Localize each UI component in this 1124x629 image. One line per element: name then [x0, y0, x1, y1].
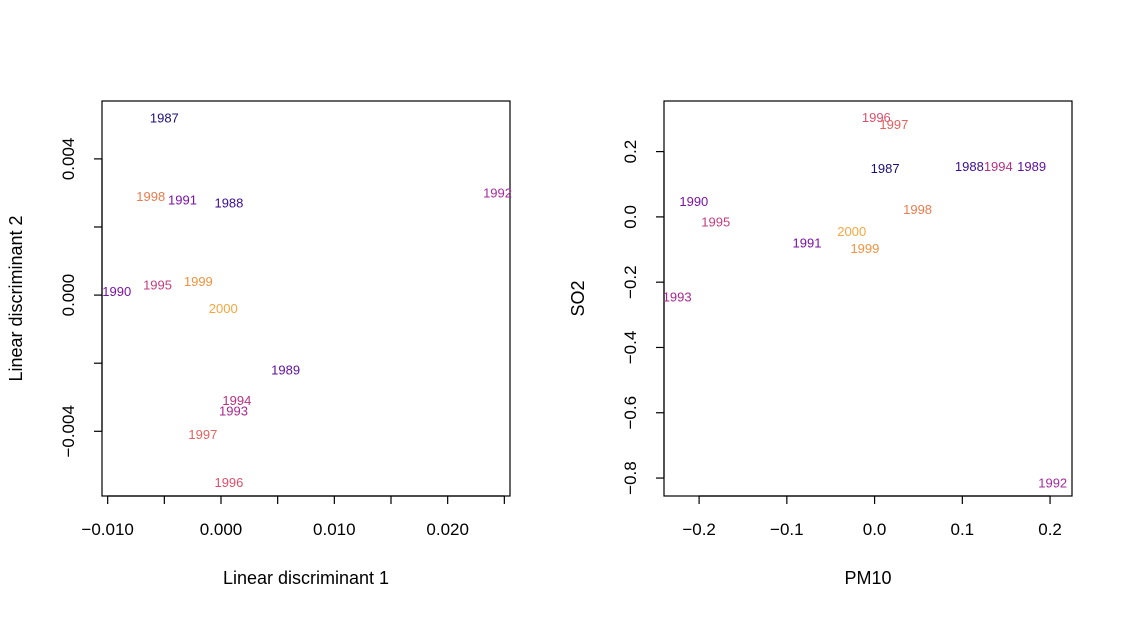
point-label-2000: 2000: [209, 301, 238, 316]
y-tick-label: −0.2: [621, 265, 640, 299]
point-label-1996: 1996: [862, 110, 891, 125]
point-label-1988: 1988: [214, 196, 243, 211]
y-tick-label: −0.004: [59, 405, 78, 457]
x-tick-label: −0.1: [770, 520, 804, 539]
point-label-1997: 1997: [188, 427, 217, 442]
point-label-1996: 1996: [214, 475, 243, 490]
point-label-2000: 2000: [837, 224, 866, 239]
x-tick-label: 0.000: [200, 520, 243, 539]
x-tick-label: 0.0: [863, 520, 887, 539]
point-label-1992: 1992: [1038, 475, 1067, 490]
x-axis-label: Linear discriminant 1: [223, 568, 389, 588]
y-tick-label: −0.8: [621, 461, 640, 495]
point-label-1999: 1999: [850, 241, 879, 256]
point-label-1987: 1987: [150, 111, 179, 126]
point-label-1991: 1991: [168, 192, 197, 207]
point-label-1998: 1998: [903, 202, 932, 217]
point-label-1994: 1994: [984, 159, 1013, 174]
chart-panel-1: −0.010 0.000 0.010 0.020 −0.004 0.000 0.004Lin…: [6, 100, 512, 588]
point-label-1988: 1988: [955, 159, 984, 174]
point-label-1999: 1999: [184, 274, 213, 289]
x-tick-label: 0.010: [313, 520, 356, 539]
point-label-1997: 1997: [879, 117, 908, 132]
point-label-1995: 1995: [701, 214, 730, 229]
point-label-1993: 1993: [219, 403, 248, 418]
point-label-1995: 1995: [143, 277, 172, 292]
y-axis-label: SO2: [568, 280, 588, 316]
y-tick-label: 0.0: [621, 205, 640, 229]
y-axis-label: Linear discriminant 2: [6, 215, 26, 381]
x-tick-label: 0.020: [426, 520, 469, 539]
y-tick-label: 0.000: [59, 274, 78, 317]
point-label-1987: 1987: [871, 161, 900, 176]
x-tick-label: 0.1: [951, 520, 975, 539]
x-axis-label: PM10: [844, 568, 891, 588]
y-tick-label: −0.4: [621, 331, 640, 365]
y-tick-label: 0.2: [621, 140, 640, 164]
point-label-1998: 1998: [136, 189, 165, 204]
x-tick-label: 0.2: [1038, 520, 1062, 539]
y-tick-label: −0.6: [621, 396, 640, 430]
plot-frame: [101, 100, 511, 497]
point-label-1990: 1990: [102, 284, 131, 299]
point-label-1990: 1990: [679, 194, 708, 209]
chart-panel-2: −0.2 −0.1 0.0 0.1 0.2 −0.8 −0.6 −0.4 −0.2 0.0 0.2P…: [568, 100, 1073, 588]
point-label-1994: 1994: [222, 393, 251, 408]
point-label-1989: 1989: [1017, 159, 1046, 174]
point-label-1991: 1991: [793, 236, 822, 251]
point-label-1989: 1989: [271, 363, 300, 378]
point-label-1993: 1993: [663, 289, 692, 304]
point-label-1992: 1992: [483, 185, 512, 200]
y-tick-label: 0.004: [59, 138, 78, 181]
x-tick-label: −0.010: [81, 520, 133, 539]
x-tick-label: −0.2: [682, 520, 716, 539]
